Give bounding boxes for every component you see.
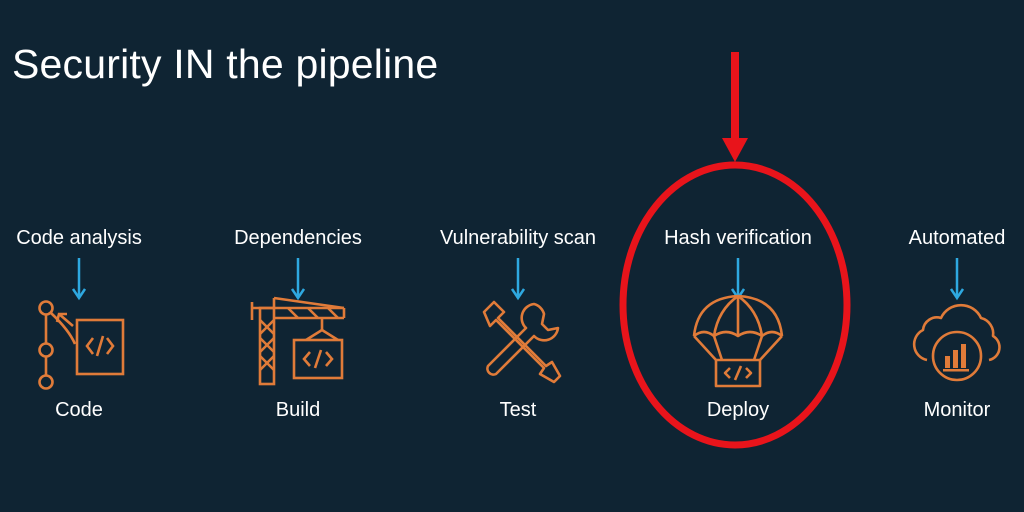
arrow-down-icon [511,258,525,301]
highlight-ellipse [619,161,851,449]
wrench-screwdriver-icon [482,300,562,384]
stage-name: Test [499,399,537,421]
stage-deploy: Hash verification Deploy [648,226,828,426]
crane-icon [250,296,346,386]
stage-label: Automated [908,227,1006,249]
slide-title: Security IN the pipeline [12,41,439,87]
stage-monitor: Automated Monitor [867,226,1024,426]
red-pointer-arrow-icon [722,52,748,162]
stage-code: Code analysis Code [0,226,169,426]
stage-name: Deploy [706,399,770,421]
arrow-down-icon [72,258,86,301]
stage-name: Monitor [923,399,991,421]
stage-build: Dependencies [208,226,388,426]
stage-label: Code analysis [16,227,142,249]
cloud-chart-icon [912,303,1001,382]
code-branch-icon [38,300,125,390]
arrow-down-icon [291,258,305,301]
stage-label: Vulnerability scan [439,227,596,249]
stage-name: Code [55,399,103,421]
stage-name: Build [275,399,321,421]
arrow-down-icon [950,258,964,301]
stage-test: Vulnerability scan Test [428,226,608,426]
stage-label: Hash verification [664,227,812,249]
stage-label: Dependencies [234,227,362,249]
parachute-icon [692,294,784,388]
